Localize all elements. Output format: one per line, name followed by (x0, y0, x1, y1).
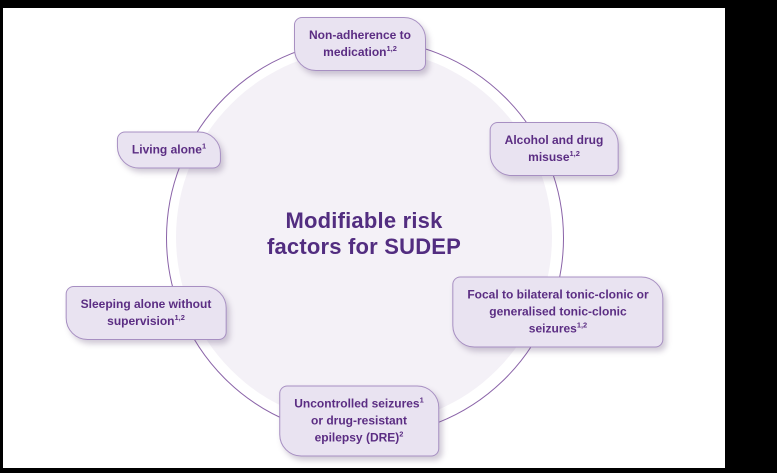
diagram-title-line-1: Modifiable risk (285, 208, 443, 233)
letterbox-bottom (0, 468, 777, 473)
diagram-title: Modifiable risk factors for SUDEP (267, 208, 461, 260)
diagram-title-line-2: factors for SUDEP (266, 234, 462, 259)
letterbox-right (725, 0, 777, 473)
letterbox-top (0, 0, 777, 8)
letterbox-left (0, 0, 3, 473)
factor-box-living-alone: Living alone1 (116, 131, 222, 169)
